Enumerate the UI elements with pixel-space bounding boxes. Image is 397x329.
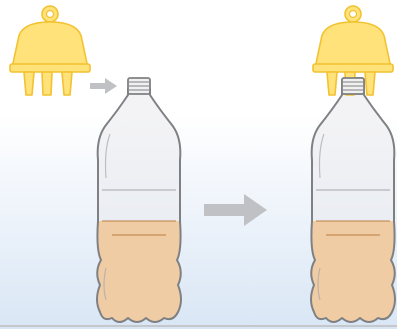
bottle-neck: [342, 78, 364, 94]
